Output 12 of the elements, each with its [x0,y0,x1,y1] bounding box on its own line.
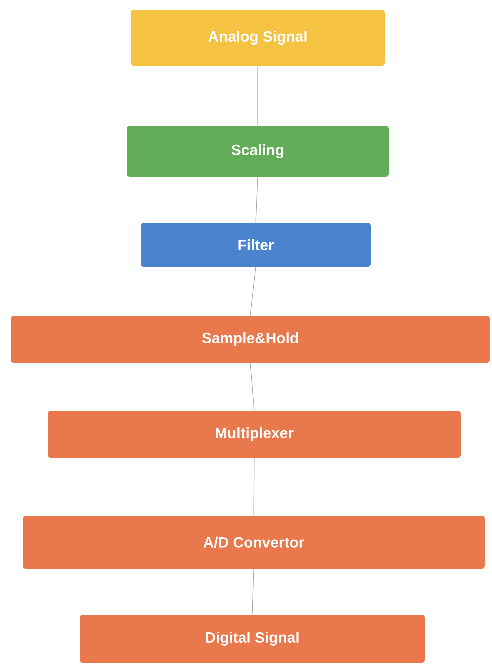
process-box: Analog Signal [131,10,385,66]
connector-line [250,362,255,412]
process-box: Sample&Hold [11,316,490,363]
connector-line [256,176,258,224]
connector-line [250,266,256,316]
process-box: Filter [141,223,371,267]
process-box: Digital Signal [80,615,425,663]
process-box: Scaling [127,126,389,177]
process-box: Multiplexer [48,411,461,458]
connector-line [252,568,254,616]
process-box: A/D Convertor [23,516,485,569]
connector-line [254,458,255,516]
